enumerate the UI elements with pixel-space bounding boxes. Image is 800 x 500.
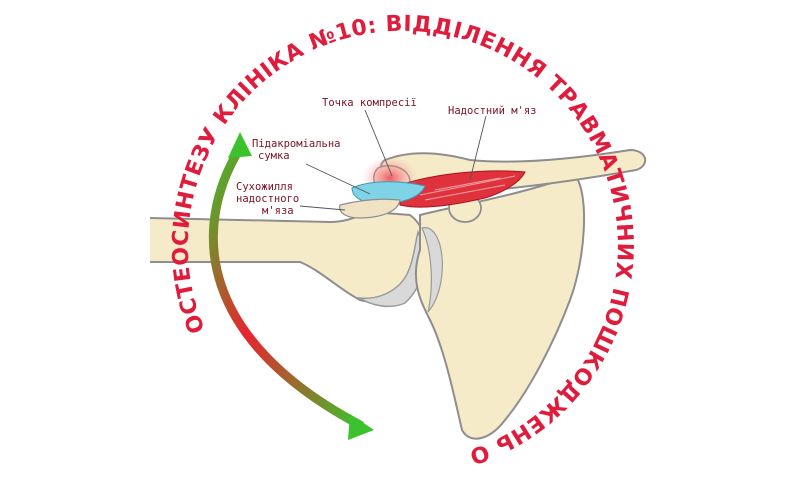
leader-lines — [299, 109, 487, 211]
label-supraspinatus-tendon-1: Сухожилля — [236, 181, 293, 193]
label-compression-point: Точка компресії — [322, 97, 417, 109]
rotation-arrow — [208, 143, 365, 430]
subacromial-bursa-shape — [351, 181, 426, 205]
label-subacromial-bursa-1: Підакроміальна — [252, 138, 341, 150]
arrow-head-top — [228, 132, 252, 158]
label-supraspinatus-tendon-3: м'яза — [262, 205, 294, 217]
arrow-head-bottom — [348, 414, 374, 440]
muscle-fibers — [419, 175, 516, 201]
glenoid-cartilage — [421, 227, 443, 313]
supraspinatus-tendon-shape — [339, 198, 401, 219]
label-subacromial-bursa-2: сумка — [258, 150, 290, 162]
label-supraspinatus-tendon-2: надостного — [236, 193, 299, 205]
label-supraspinatus-muscle: Надостний м'яз — [448, 105, 537, 117]
